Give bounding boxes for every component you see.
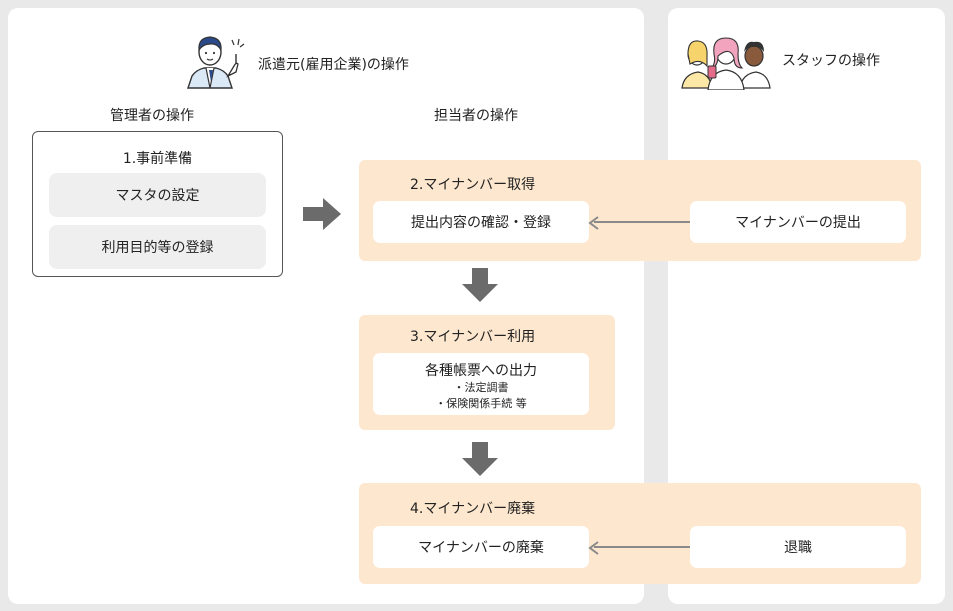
preparation-title: 1.事前準備: [122, 151, 193, 167]
submit-mynumber-box: マイナンバーの提出: [690, 201, 906, 243]
form-output-box: 各種帳票への出力 ・法定調書 ・保険関係手続 等: [373, 353, 589, 415]
retirement-box: 退職: [690, 526, 906, 568]
connector-line: [594, 546, 690, 548]
step-disposal-title: 4.マイナンバー廃棄: [410, 501, 536, 517]
form-output-title: 各種帳票への出力: [425, 363, 537, 379]
down-arrow-icon: [462, 268, 498, 302]
staff-group-icon: [680, 34, 772, 91]
confirm-register-box: 提出内容の確認・登録: [373, 201, 589, 243]
step-acquisition-title: 2.マイナンバー取得: [410, 177, 536, 193]
admin-label: 管理者の操作: [110, 108, 194, 124]
form-output-line: ・保険関係手続 等: [435, 397, 527, 410]
step-usage-title: 3.マイナンバー利用: [410, 329, 536, 345]
down-arrow-icon: [462, 442, 498, 476]
connector-line: [594, 221, 690, 223]
manager-label: 担当者の操作: [434, 108, 518, 124]
company-title: 派遣元(雇用企業)の操作: [258, 57, 409, 73]
purpose-registration-item: 利用目的等の登録: [49, 225, 266, 269]
businessman-icon: [184, 30, 246, 90]
dispose-mynumber-box: マイナンバーの廃棄: [373, 526, 589, 568]
left-arrow-icon: [588, 215, 600, 230]
staff-title: スタッフの操作: [782, 53, 880, 69]
right-arrow-icon: [303, 198, 341, 230]
master-settings-item: マスタの設定: [49, 173, 266, 217]
form-output-line: ・法定調書: [453, 381, 509, 394]
left-arrow-icon: [588, 540, 600, 555]
preparation-box: 1.事前準備 マスタの設定 利用目的等の登録: [32, 131, 283, 277]
